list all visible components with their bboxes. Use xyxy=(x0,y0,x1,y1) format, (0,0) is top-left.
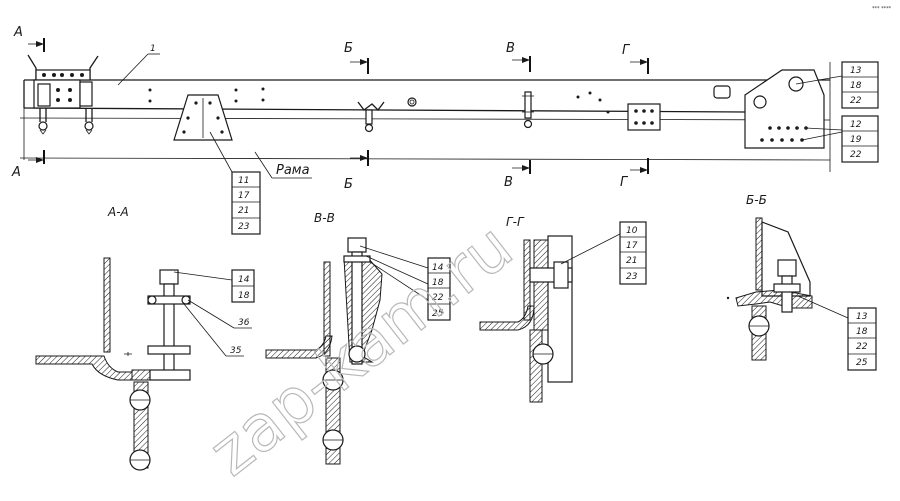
callout-item: 13 xyxy=(856,312,868,322)
callout-item: 13 xyxy=(850,66,862,76)
callout-item: 21 xyxy=(238,206,249,216)
cut-letter-a-bottom: А xyxy=(11,165,21,180)
section-v-v: В-В 14 18 22 25 xyxy=(265,211,451,465)
callout-item: 22 xyxy=(856,342,868,352)
cut-letter-a-top: А xyxy=(13,25,23,40)
callout-item: 18 xyxy=(432,278,444,288)
callout-item: 22 xyxy=(850,150,862,160)
callout-item: 14 xyxy=(238,275,250,285)
cut-letter-b-bottom: Б xyxy=(344,177,353,192)
callout-item: 17 xyxy=(626,241,638,251)
callout-aa-35: 35 xyxy=(230,346,242,356)
callout-item: 12 xyxy=(850,120,862,130)
callout-item: 22 xyxy=(850,96,862,106)
frame-label: 1 xyxy=(150,44,156,54)
callout-aa-36: 36 xyxy=(238,318,250,328)
frame-name: Рама xyxy=(276,163,310,178)
callout-item: 11 xyxy=(238,176,249,186)
callout-item: 22 xyxy=(432,293,444,303)
section-title-v-v: В-В xyxy=(314,211,335,225)
cut-letter-g-bottom: Г xyxy=(620,175,629,190)
section-b-b: Б-Б 13 18 22 25 xyxy=(726,193,877,371)
callout-item: 18 xyxy=(856,327,868,337)
callout-item: 18 xyxy=(850,81,862,91)
callout-top-right-upper: 13 18 22 xyxy=(795,61,879,109)
callout-item: 10 xyxy=(626,226,638,236)
section-title-g-g: Г-Г xyxy=(506,215,525,229)
corner-mark: *** **** xyxy=(872,6,892,12)
callout-item: 25 xyxy=(432,309,444,319)
cut-letter-b-top: Б xyxy=(344,41,353,56)
cut-letter-v-top: В xyxy=(506,41,515,56)
cut-markers: А А Б Б В В Г Г xyxy=(11,25,649,192)
callout-item: 17 xyxy=(238,191,250,201)
section-title-a-a: А-А xyxy=(107,205,129,219)
callout-item: 14 xyxy=(432,263,444,273)
callout-item: 19 xyxy=(850,135,862,145)
main-view: 1 Рама xyxy=(19,44,831,179)
callout-top-right-lower: 12 19 22 xyxy=(801,115,879,163)
callout-item: 18 xyxy=(238,291,250,301)
cut-letter-g-top: Г xyxy=(622,43,631,58)
callout-item: 21 xyxy=(626,256,637,266)
section-title-b-b: Б-Б xyxy=(746,193,767,207)
section-g-g: Г-Г 10 17 21 23 xyxy=(479,215,647,403)
callout-bottom-plate: 11 17 21 23 xyxy=(209,131,261,235)
callout-item: 23 xyxy=(238,222,250,232)
callout-item: 23 xyxy=(626,272,638,282)
callout-item: 25 xyxy=(856,358,868,368)
section-a-a: А-А 14 18 36 35 xyxy=(35,205,255,471)
cut-letter-v-bottom: В xyxy=(504,175,513,190)
